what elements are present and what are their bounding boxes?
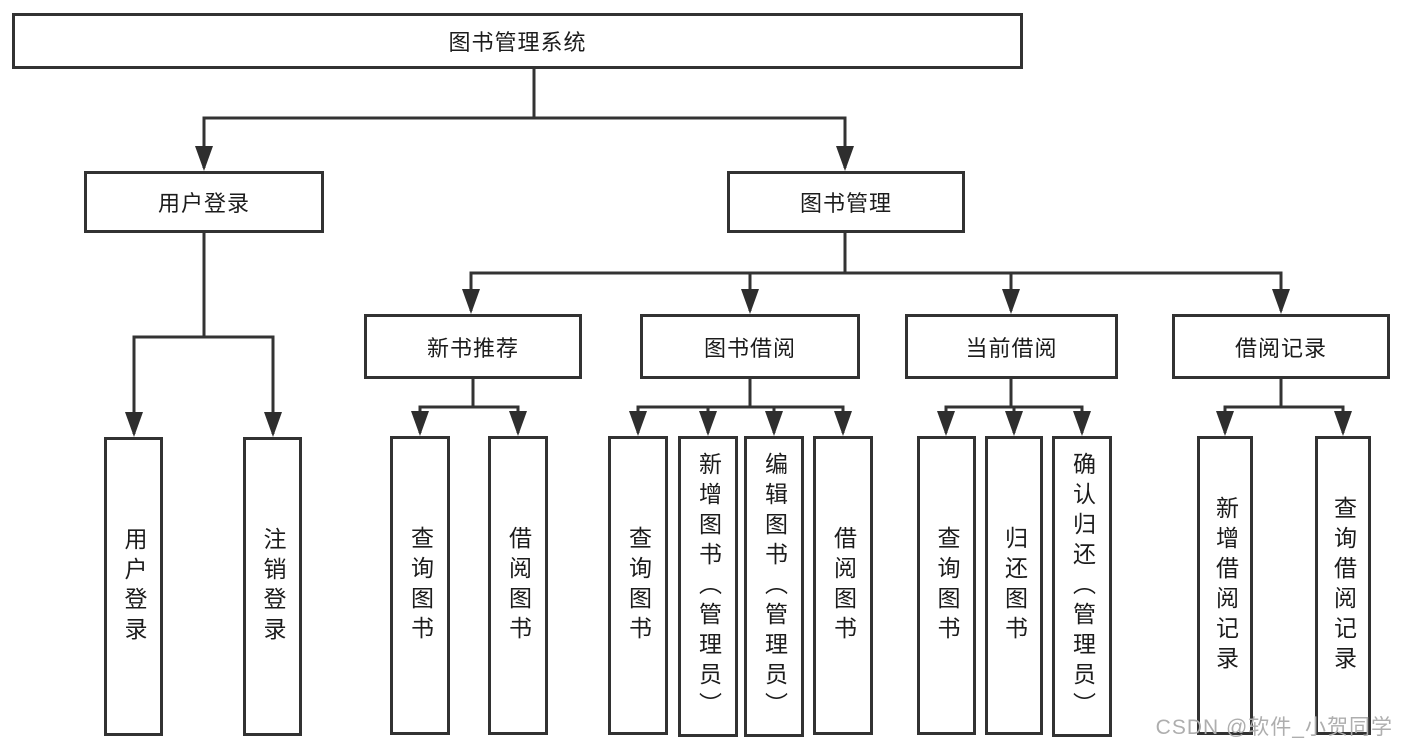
node-leaf-confirm-return-admin: 确认归还（管理员）: [1052, 436, 1112, 737]
node-label: 新书推荐: [426, 335, 519, 361]
node-label: 当前借阅: [965, 335, 1058, 361]
node-label: 确认归还（管理员）: [1069, 451, 1096, 722]
node-label: 新增图书（管理员）: [695, 451, 722, 722]
node-leaf-user-login: 用户登录: [104, 437, 163, 736]
node-leaf-logout: 注销登录: [243, 437, 302, 736]
node-current-borrow: 当前借阅: [905, 314, 1118, 379]
node-label: 用户登录: [157, 191, 250, 216]
node-root-system: 图书管理系统: [12, 13, 1023, 69]
node-label: 查询图书: [625, 525, 652, 646]
node-book-borrow: 图书借阅: [640, 314, 860, 379]
node-leaf-borrow-book-2: 借阅图书: [813, 436, 873, 735]
node-label: 图书管理: [799, 191, 892, 216]
node-label: 查询图书: [934, 525, 960, 646]
node-leaf-add-borrow-record: 新增借阅记录: [1197, 436, 1253, 735]
node-label: 查询借阅记录: [1330, 495, 1357, 676]
node-leaf-query-book-1: 查询图书: [390, 436, 450, 735]
node-leaf-edit-book-admin: 编辑图书（管理员）: [744, 436, 804, 737]
node-label: 借阅图书: [505, 525, 532, 646]
node-leaf-query-book-2: 查询图书: [608, 436, 668, 735]
node-label: 注销登录: [260, 526, 286, 647]
node-borrow-record: 借阅记录: [1172, 314, 1390, 379]
node-label: 归还图书: [1001, 525, 1028, 646]
node-leaf-borrow-book-1: 借阅图书: [488, 436, 548, 735]
node-label: 图书借阅: [703, 335, 796, 361]
node-user-login: 用户登录: [84, 171, 324, 233]
node-new-book-recommend: 新书推荐: [364, 314, 582, 379]
node-leaf-query-book-3: 查询图书: [917, 436, 976, 735]
node-label: 图书管理系统: [448, 30, 587, 55]
node-leaf-return-book: 归还图书: [985, 436, 1043, 735]
node-label: 编辑图书（管理员）: [761, 451, 788, 722]
node-book-management: 图书管理: [727, 171, 965, 233]
node-leaf-query-borrow-record: 查询借阅记录: [1315, 436, 1371, 735]
node-label: 新增借阅记录: [1212, 495, 1239, 676]
connector-segments: [132, 69, 1345, 434]
node-label: 查询图书: [407, 525, 434, 646]
node-leaf-add-book-admin: 新增图书（管理员）: [678, 436, 738, 737]
node-label: 借阅图书: [830, 525, 857, 646]
node-label: 用户登录: [121, 526, 147, 647]
csdn-watermark: CSDN @软件_小贺同学: [1155, 716, 1393, 739]
node-label: 借阅记录: [1234, 335, 1327, 361]
